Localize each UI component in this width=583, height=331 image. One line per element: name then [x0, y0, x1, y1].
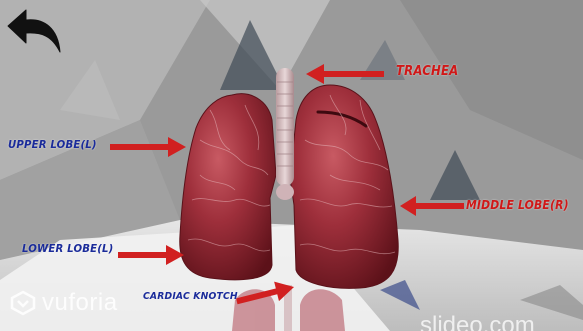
vuforia-logo-icon [10, 290, 36, 316]
back-arrow-icon [4, 6, 64, 56]
vuforia-text: vuforia [42, 289, 118, 317]
vuforia-logo: vuforia [10, 286, 118, 320]
watermark: slideo.com [420, 312, 535, 331]
lower-lobe-label: LOWER LOBE(L) [22, 242, 113, 255]
middle-lobe-label: MIDDLE LOBE(R) [466, 198, 569, 212]
back-button[interactable] [4, 6, 64, 56]
trachea-model[interactable] [276, 68, 294, 200]
trachea-label: TRACHEA [396, 64, 458, 79]
upper-lobe-label: UPPER LOBE(L) [8, 138, 97, 151]
cardiac-notch-label: CARDIAC KNOTCH [143, 291, 238, 302]
